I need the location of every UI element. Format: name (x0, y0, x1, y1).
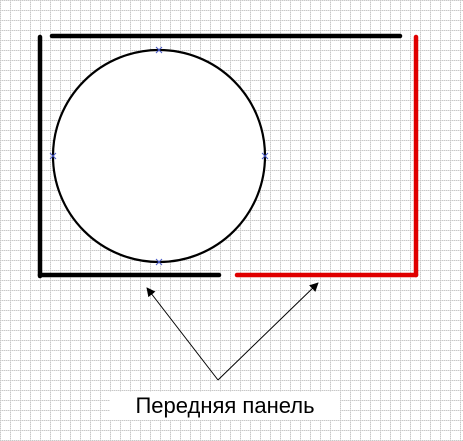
circle-handle-left[interactable] (49, 152, 57, 160)
circle-handle-top[interactable] (155, 46, 163, 54)
arrow-to-left-segment (146, 287, 219, 381)
arrow-to-right-segment (217, 282, 319, 381)
circle-handle-bottom[interactable] (155, 258, 163, 266)
circle-handle-right[interactable] (261, 152, 269, 160)
front-panel-caption: Передняя панель (110, 392, 340, 420)
round-cutout-circle[interactable] (51, 48, 267, 264)
circle-handles (49, 46, 269, 266)
